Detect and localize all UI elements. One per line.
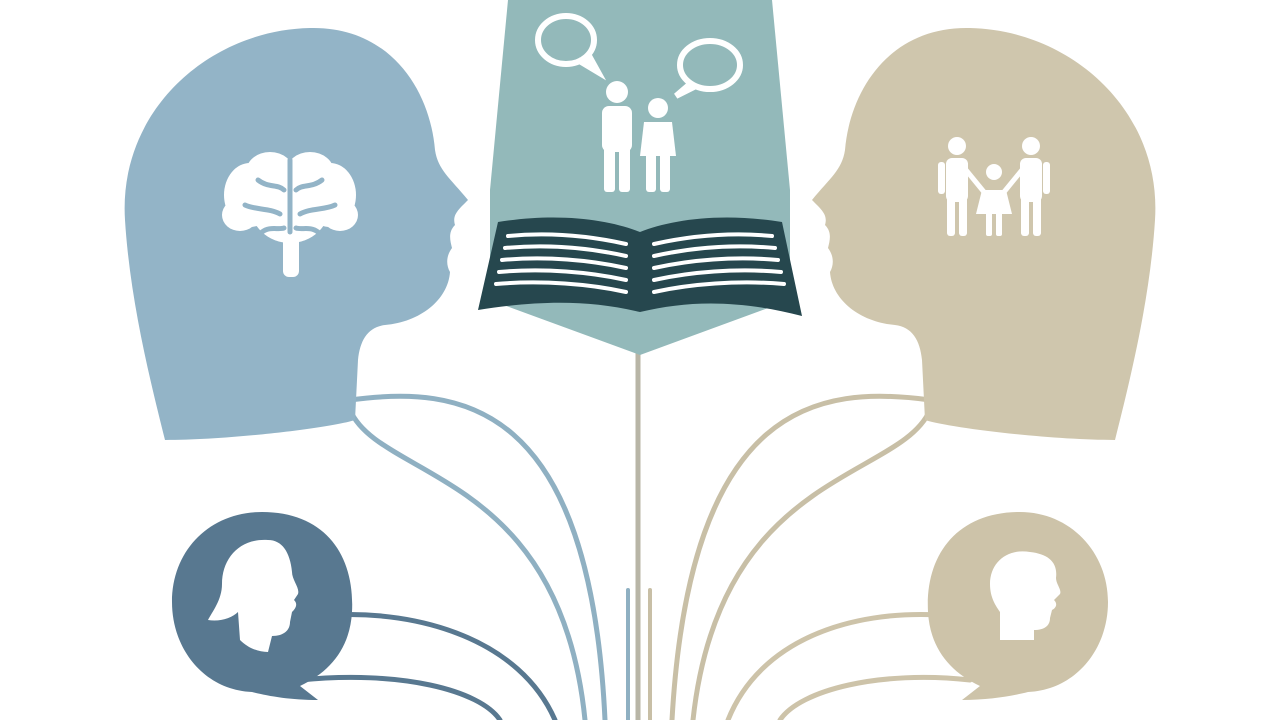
connector-lines — [297, 347, 973, 720]
blue-connector-outer — [347, 393, 608, 720]
man-bubble-connector — [725, 611, 943, 720]
beige-head-silhouette — [812, 27, 1156, 441]
man-bubble-connector-lower — [777, 674, 973, 720]
brain-icon — [222, 152, 358, 277]
woman-profile-icon — [208, 539, 299, 652]
beige-connector-inner — [690, 407, 933, 720]
beige-connector-outer — [669, 393, 933, 720]
speech-bubble-icon — [535, 13, 607, 81]
open-book-icon — [478, 217, 802, 316]
woman-bubble-connector-lower — [297, 674, 503, 720]
family-icon — [938, 137, 1050, 236]
couple-icon — [602, 81, 676, 192]
speech-bubble-icon-right — [674, 38, 743, 99]
woman-bubble-connector — [327, 611, 558, 720]
man-profile-icon — [990, 551, 1061, 640]
blue-connector-inner — [347, 407, 588, 720]
